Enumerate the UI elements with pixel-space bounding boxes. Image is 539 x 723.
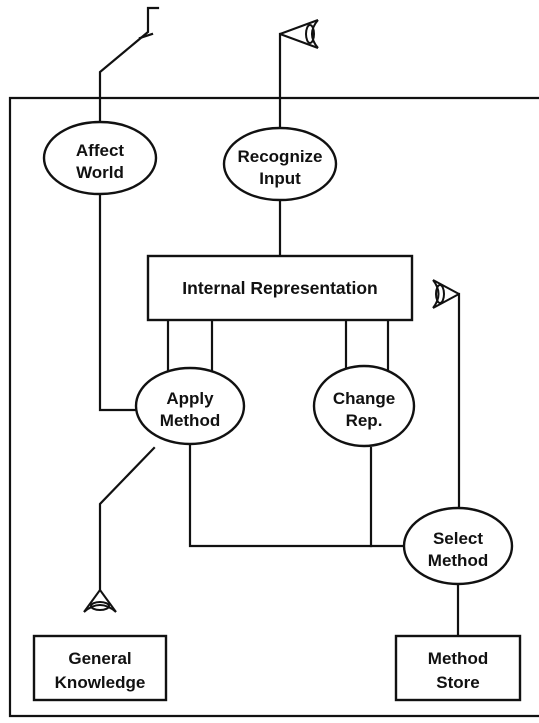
connector-apply-to-select [188, 438, 408, 548]
recognize-input-line1: Recognize [237, 147, 322, 166]
affect-world-line2: World [76, 163, 124, 182]
effector-hand-icon [98, 6, 160, 124]
method-store-node: Method Store [394, 634, 522, 702]
internal-representation-label: Internal Representation [182, 278, 377, 298]
change-rep-node: Change Rep. [312, 364, 416, 448]
apply-method-line1: Apply [166, 389, 214, 408]
apply-method-line2: Method [160, 411, 220, 430]
method-store-line1: Method [428, 649, 488, 668]
change-rep-line1: Change [333, 389, 395, 408]
select-method-line1: Select [433, 529, 483, 548]
recognize-input-node: Recognize Input [222, 126, 338, 202]
method-store-line2: Store [436, 673, 479, 692]
affect-world-line1: Affect [76, 141, 125, 160]
select-method-node: Select Method [402, 506, 514, 586]
system-boundary [8, 96, 539, 718]
method-eye-icon [432, 279, 461, 508]
apply-method-node: Apply Method [134, 366, 246, 446]
affect-world-node: Affect World [42, 120, 158, 196]
connector-affect-to-apply [98, 192, 140, 412]
knowledge-eye-icon [83, 446, 156, 613]
general-knowledge-line1: General [68, 649, 131, 668]
internal-representation-node: Internal Representation [146, 254, 414, 322]
general-knowledge-line2: Knowledge [55, 673, 146, 692]
input-eye-icon [278, 19, 319, 136]
select-method-line2: Method [428, 551, 488, 570]
general-knowledge-node: General Knowledge [32, 634, 168, 702]
recognize-input-line2: Input [259, 169, 301, 188]
change-rep-line2: Rep. [346, 411, 383, 430]
